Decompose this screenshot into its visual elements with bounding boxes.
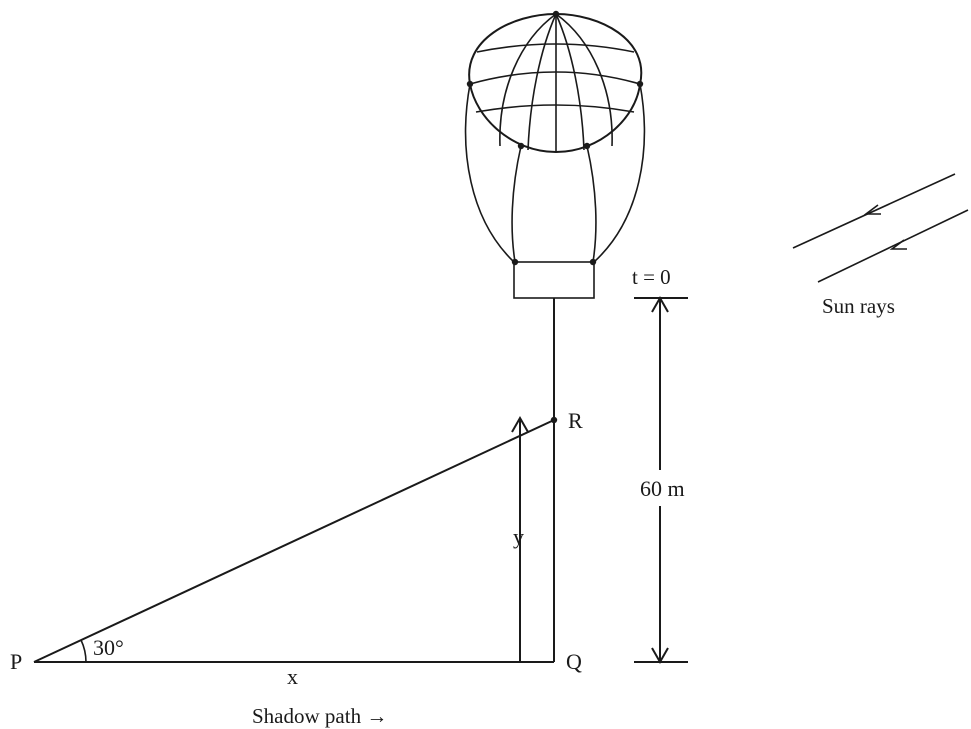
balloon bbox=[464, 10, 646, 299]
label-sun-rays: Sun rays bbox=[822, 294, 895, 318]
balloon-meridian-1 bbox=[499, 13, 557, 147]
balloon-basket bbox=[513, 261, 595, 299]
balloon-meridian-4 bbox=[555, 13, 585, 151]
angle-arc bbox=[80, 639, 87, 663]
label-t0: t = 0 bbox=[632, 265, 671, 289]
sun-ray-1 bbox=[792, 173, 956, 249]
y-dimension bbox=[510, 415, 530, 663]
rope-outer-left bbox=[464, 83, 515, 263]
attach-dot-inner-right bbox=[583, 142, 591, 150]
label-q: Q bbox=[566, 649, 582, 674]
label-height: 60 m bbox=[640, 476, 685, 501]
attach-dot-left bbox=[466, 80, 474, 88]
label-y: y bbox=[513, 524, 524, 549]
sun-ray-1-arrow bbox=[863, 204, 881, 215]
sun-rays bbox=[792, 173, 969, 283]
attach-dot-inner-left bbox=[517, 142, 525, 150]
label-p: P bbox=[10, 649, 22, 674]
attach-dot-top bbox=[552, 10, 560, 18]
height-dimension bbox=[634, 295, 688, 665]
rope-outer-right bbox=[593, 83, 646, 263]
balloon-meridian-5 bbox=[555, 13, 613, 147]
hypotenuse-pr bbox=[33, 419, 555, 663]
sun-ray-2 bbox=[817, 209, 969, 283]
sun-ray-2-arrow bbox=[889, 239, 907, 250]
rope-inner-left bbox=[511, 145, 522, 263]
balloon-latitude-middle bbox=[469, 71, 641, 85]
label-shadow-path: Shadow path → bbox=[252, 704, 387, 728]
rope-inner-right bbox=[586, 145, 597, 263]
label-x: x bbox=[287, 664, 298, 689]
attach-dot-right bbox=[636, 80, 644, 88]
balloon-meridian-2 bbox=[527, 13, 557, 151]
label-r: R bbox=[568, 408, 583, 433]
label-angle: 30° bbox=[93, 635, 124, 660]
point-r-dot bbox=[550, 416, 558, 424]
